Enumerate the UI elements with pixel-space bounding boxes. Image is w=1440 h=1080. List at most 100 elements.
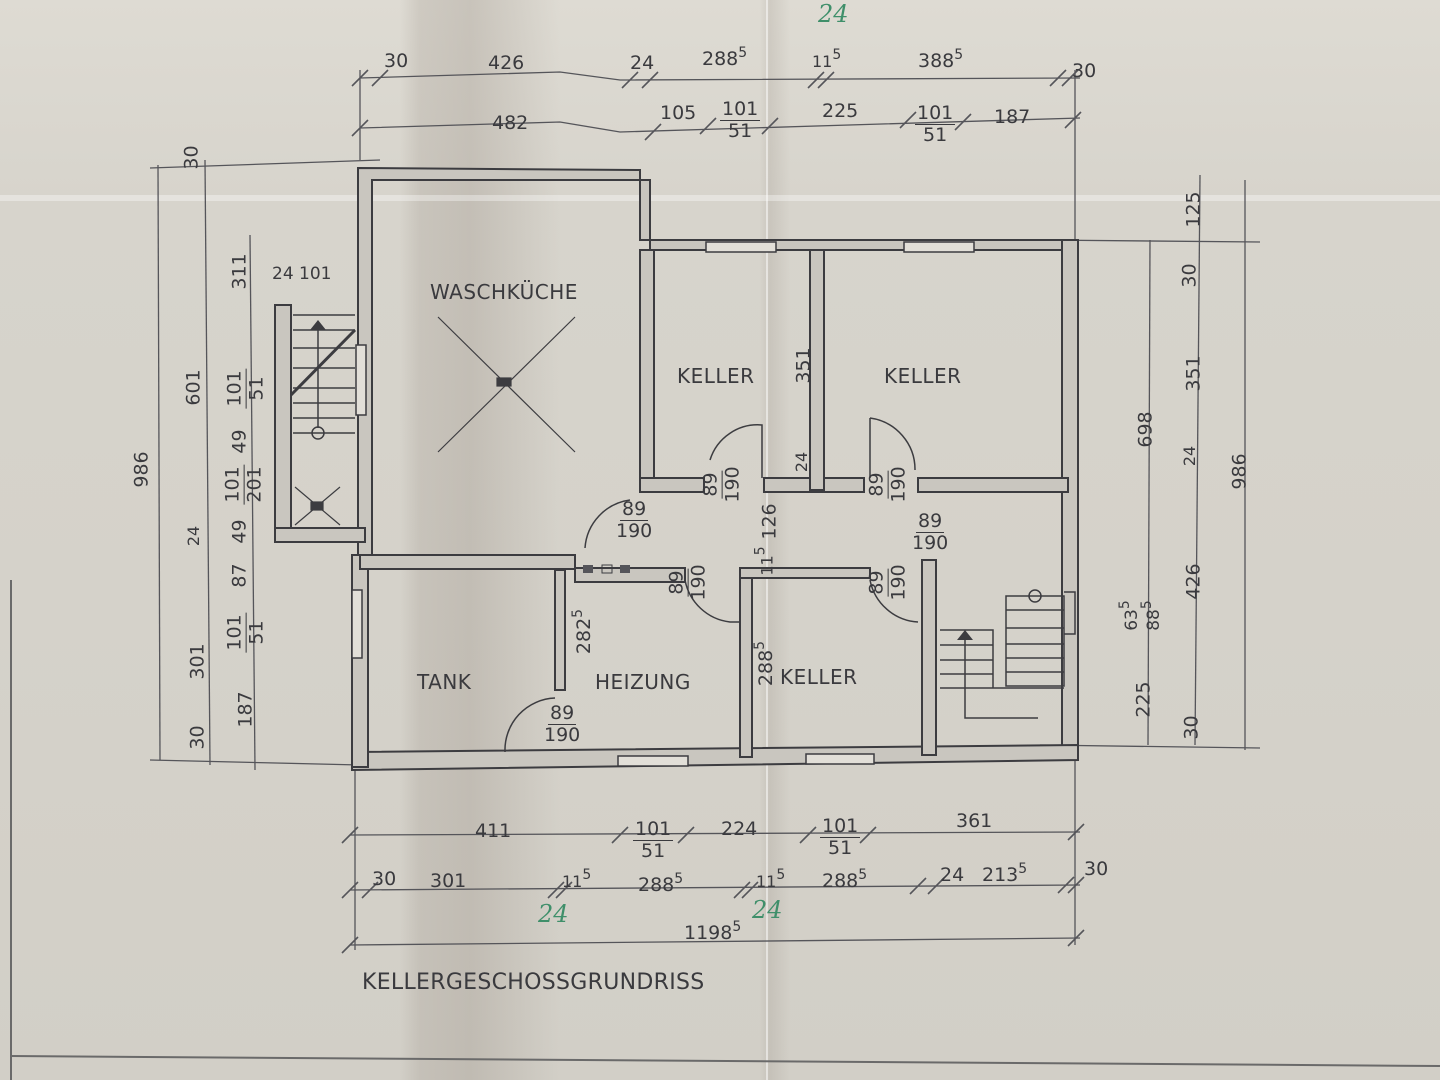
wall-keller2-south [917,477,1069,493]
dim-right-88-5: 885 [1138,600,1164,631]
dim-bottom-411: 411 [475,820,512,842]
paper-fold-vertical [766,0,768,1080]
wall-west-lower [351,554,369,768]
handwritten-24-bottom-b: 24 [752,896,783,924]
door-swing-tank [504,697,556,753]
room-label-heizung: HEIZUNG [595,670,691,694]
dim-bottom-301: 301 [430,870,467,892]
door-swing-keller1 [709,424,763,478]
window-keller1 [705,241,777,253]
dim-left-87: 87 [228,563,251,588]
dim-left-301: 301 [186,643,209,680]
dim-top-426: 426 [488,52,525,74]
door-swing-keller3 [869,579,919,623]
dim-top-30: 30 [384,50,409,72]
dim-top-482: 482 [492,112,529,134]
dim-left-30: 30 [180,145,203,170]
dim-right-30: 30 [1178,263,1201,288]
dim-left-311: 311 [228,253,251,290]
sheet-border-left [10,580,12,1080]
dim-top-225: 225 [822,100,859,122]
wall-keller1-west [639,249,655,491]
dim-left-187: 187 [234,691,257,728]
door-swing-waschkueche [584,499,631,549]
wall-keller1-south-a [639,477,705,493]
dim-stair-24-101: 24 101 [272,264,332,284]
wall-waschkueche-south [359,554,576,570]
room-label-keller-3: KELLER [780,665,858,689]
dim-line-top-inner [359,117,1081,133]
wall-keller-divider [809,249,825,491]
door-swing-heizung [684,579,740,623]
dim-bottom-224: 224 [721,818,758,840]
dim-interior-24: 24 [792,451,812,473]
dim-left-49-a: 49 [228,429,251,454]
window-heizung [617,755,689,767]
wall-tank-heizung [554,569,566,691]
dim-top-11-5: 115 [812,47,842,71]
dim-top-187: 187 [994,106,1031,128]
room-label-waschkueche: WASCHKÜCHE [430,280,578,304]
staircase-west [289,314,357,440]
stair-up-arrow-east [957,630,973,640]
dim-right-351: 351 [1182,355,1205,392]
dim-interior-11-5: 115 [752,546,777,576]
window-keller3 [805,753,875,765]
dim-right-24: 24 [1180,445,1200,467]
dim-top-24: 24 [630,52,655,74]
dim-line-bottom-inner [349,831,1081,836]
room-label-keller-2: KELLER [884,364,962,388]
dim-line-left-total [157,164,161,761]
dim-interior-288-5: 2885 [752,640,778,687]
dim-line-top-outer [359,71,1081,81]
dim-left-49-b: 49 [228,519,251,544]
dim-left-601: 601 [182,369,205,406]
dim-line-right-outer [1194,174,1201,746]
room-label-keller-1: KELLER [677,364,755,388]
wall-keller3-north [739,567,871,579]
wall-stair-south [274,527,366,543]
dim-right-63-5: 635 [1116,600,1142,631]
door-swing-keller2 [869,417,916,471]
dim-right-125: 125 [1182,191,1205,228]
dim-left-986: 986 [130,451,153,488]
dim-bottom-288-5-b: 2885 [822,867,868,892]
dim-interior-282-5: 2825 [570,608,596,655]
window-tank [351,589,363,659]
dim-bottom-288-5-a: 2885 [638,871,684,896]
dim-right-225: 225 [1132,681,1155,718]
dim-interior-351: 351 [792,347,815,384]
paper-fold-horizontal [0,195,1440,201]
dim-line-left-inner [249,234,256,771]
dim-bottom-361: 361 [956,810,993,832]
dim-left-30-bottom: 30 [186,725,209,750]
window-stair [355,344,367,416]
dim-right-30-bottom: 30 [1180,715,1203,740]
dim-line-left-outer [204,159,211,766]
handwritten-24-top: 24 [818,0,849,28]
dim-bottom-total-1198-5: 11985 [684,919,742,944]
room-label-tank: TANK [417,670,472,694]
dim-bottom-11-5-b: 115 [756,867,786,891]
dim-left-24: 24 [184,525,204,547]
dim-bottom-11-5-a: 115 [562,867,592,891]
dim-right-698: 698 [1134,411,1157,448]
drawing-title: KELLERGESCHOSSGRUNDRISS [362,970,705,995]
dim-line-right-inner [1147,239,1151,746]
dim-right-986: 986 [1228,453,1251,490]
